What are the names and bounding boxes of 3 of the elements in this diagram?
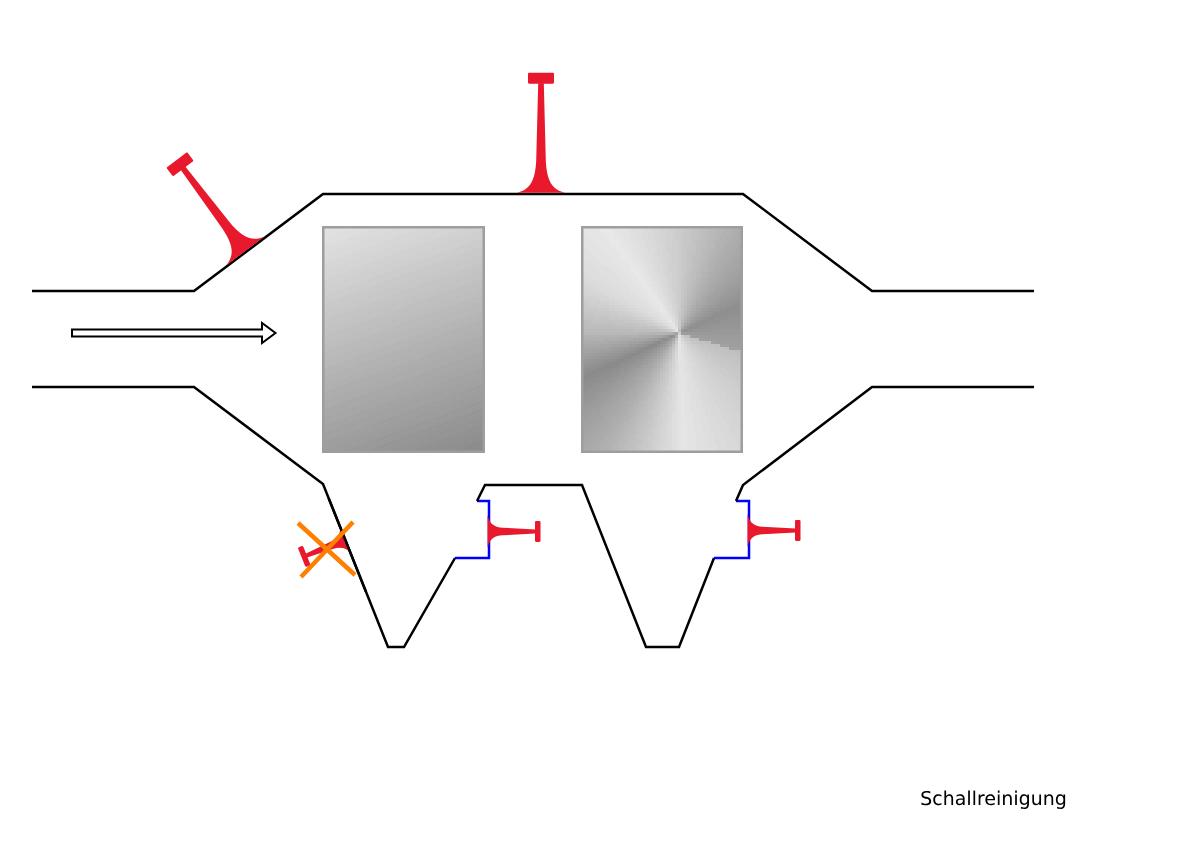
shaded-block [581,226,743,453]
label-text: Schallreinigung [921,790,1066,809]
shaded-block [322,226,485,453]
